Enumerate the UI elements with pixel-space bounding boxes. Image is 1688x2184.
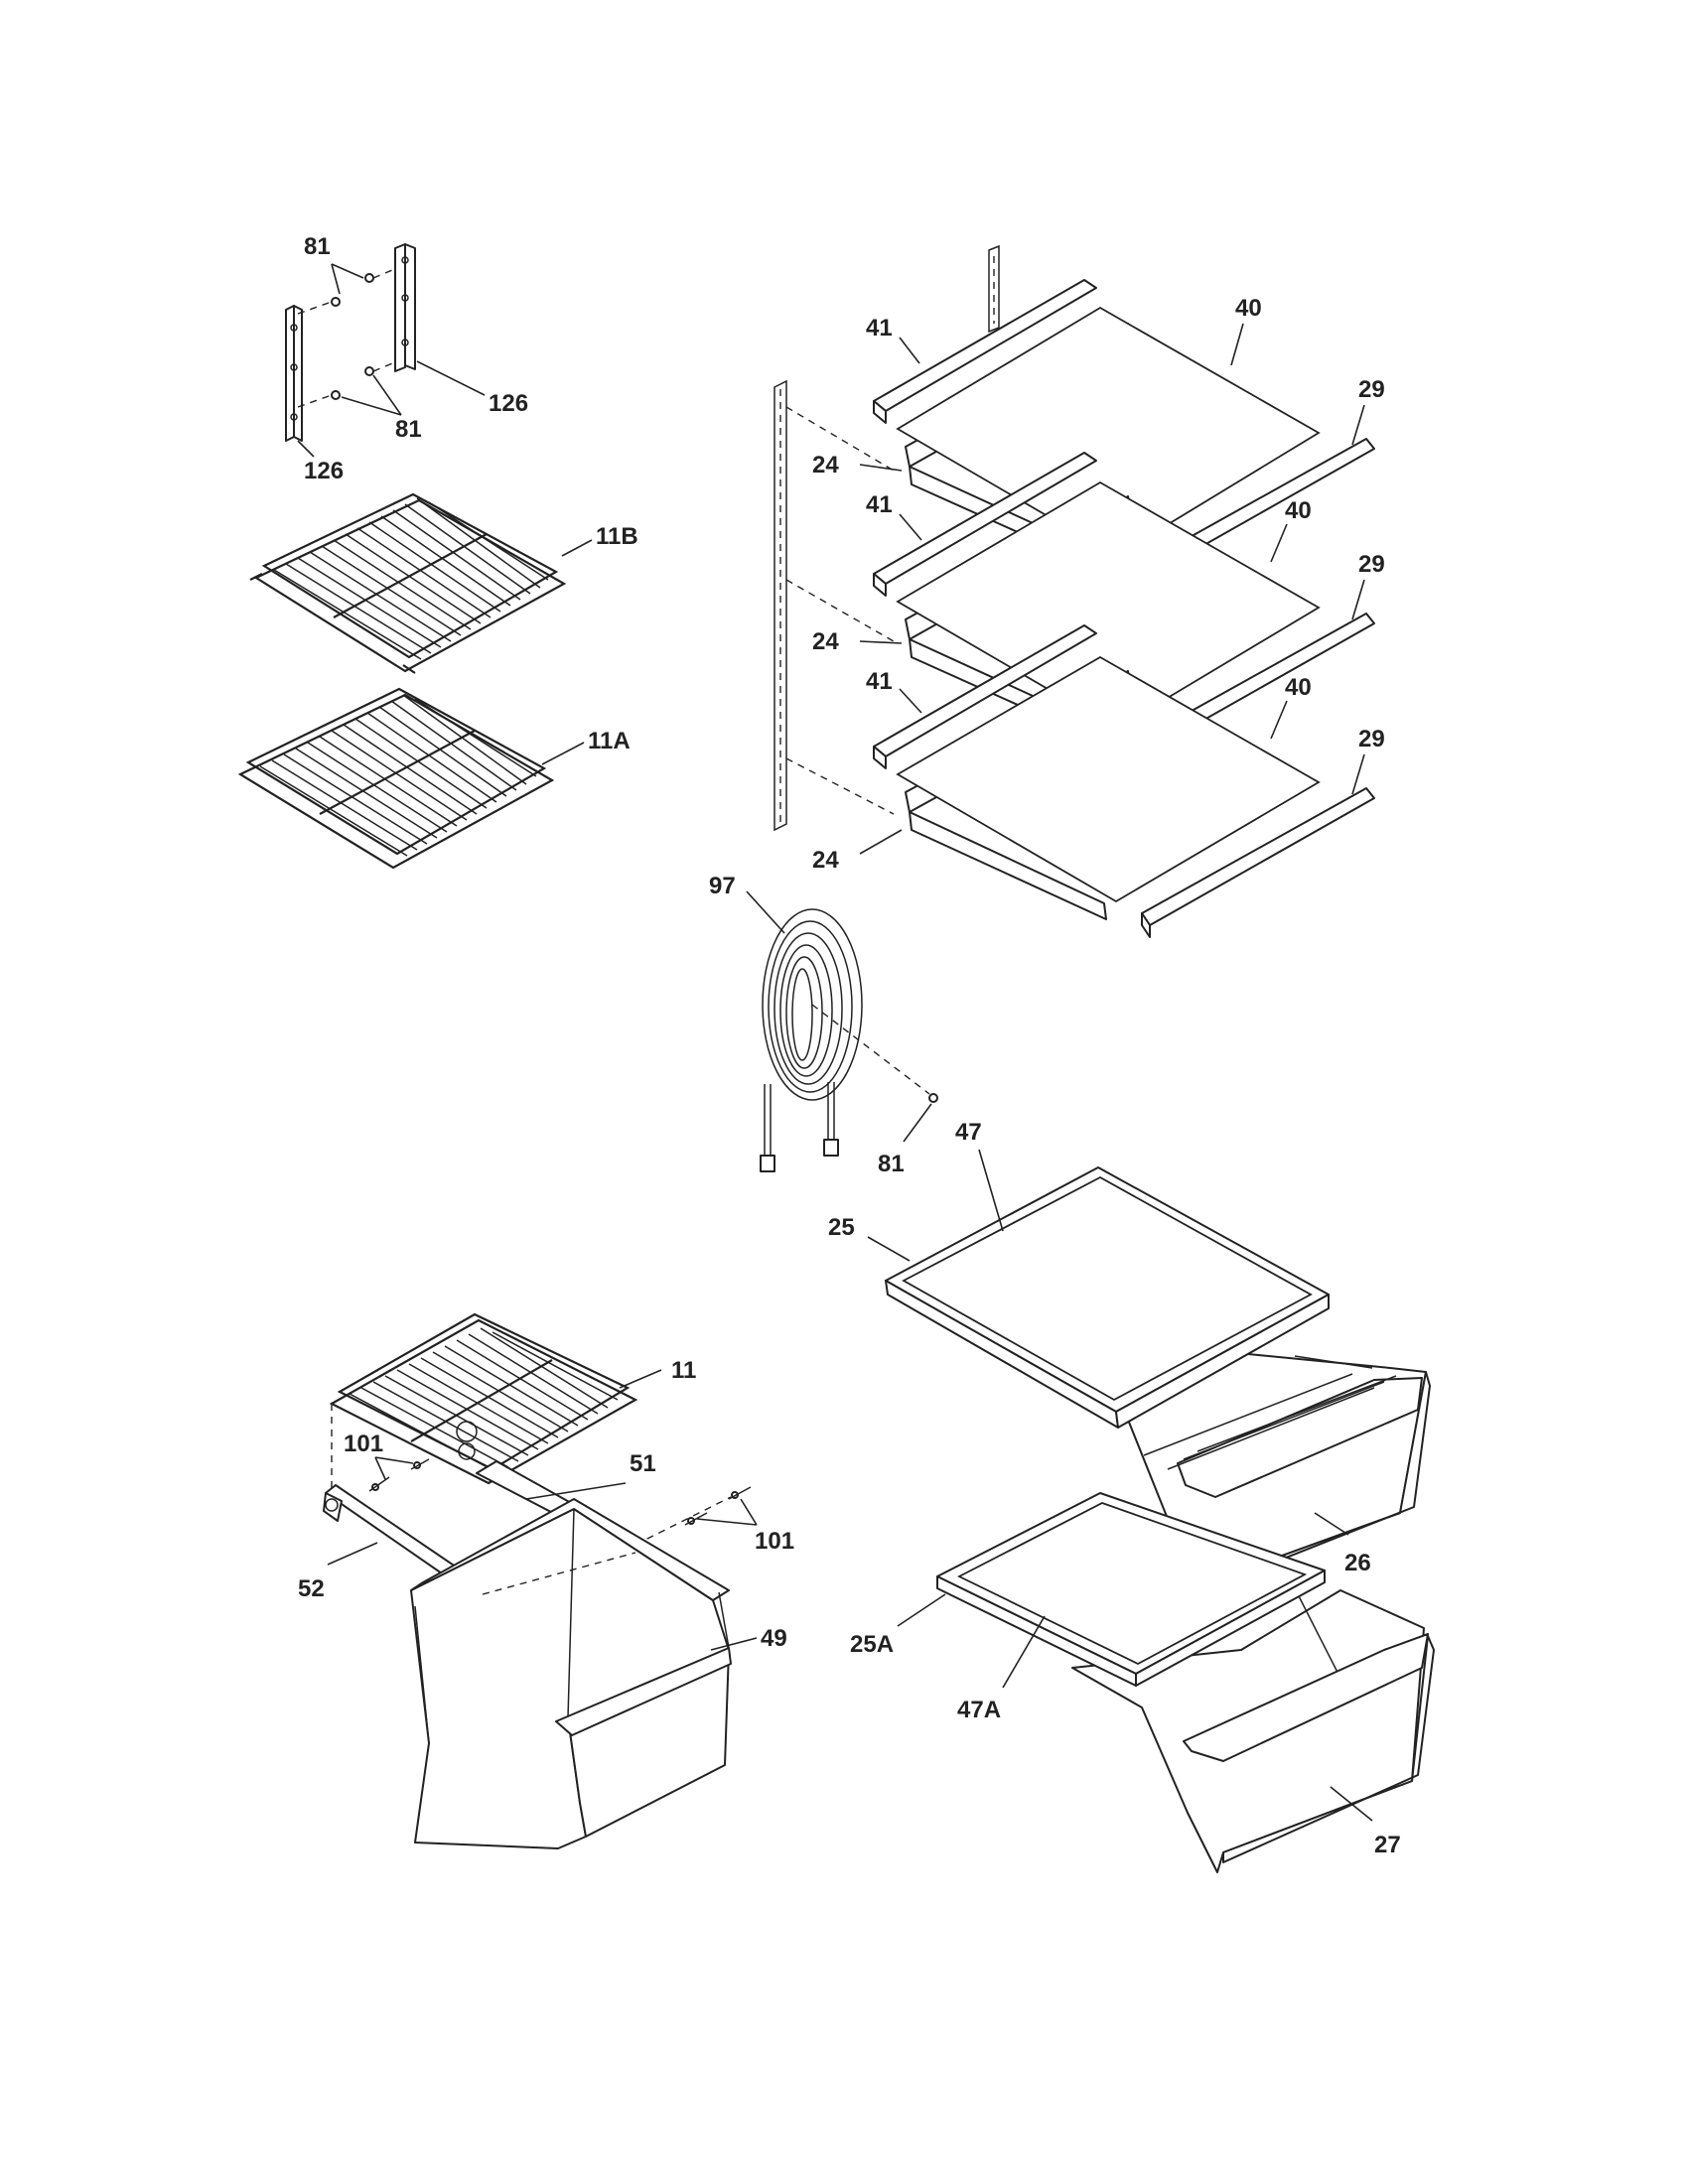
guide-line-1: [785, 406, 895, 472]
callout-97: 97: [709, 873, 736, 899]
shelf-tier-3: [873, 624, 1375, 938]
callout-40-b: 40: [1285, 497, 1312, 524]
screws-81-bracket: [297, 267, 398, 408]
leader-40-a: [1230, 323, 1244, 366]
callout-47A: 47A: [957, 1697, 1001, 1723]
callout-81-top: 81: [304, 233, 331, 260]
leader-101-right: [696, 1518, 758, 1526]
callout-24-c: 24: [812, 847, 839, 874]
leader-24-c: [859, 829, 903, 855]
callout-47: 47: [955, 1119, 982, 1146]
crisper-drawer-26: [1016, 1347, 1431, 1609]
leader-47: [978, 1149, 1004, 1232]
callout-40-c: 40: [1285, 674, 1312, 701]
leader-126-right: [416, 360, 486, 396]
leader-52: [327, 1542, 378, 1566]
callout-101-left: 101: [344, 1431, 383, 1457]
callout-126-left: 126: [304, 458, 344, 484]
crisper-27-handle: [1183, 1633, 1429, 1762]
leader-126-left: [297, 440, 315, 458]
leader-97: [746, 890, 785, 934]
leader-81-mid-b: [341, 396, 402, 416]
leader-11B: [561, 539, 593, 557]
leader-26: [1314, 1512, 1349, 1536]
callout-27: 27: [1374, 1832, 1401, 1858]
callout-29-c: 29: [1358, 726, 1385, 752]
leader-40-c: [1270, 700, 1288, 740]
leader-41-b: [899, 513, 922, 541]
leader-27: [1330, 1786, 1373, 1822]
crisper-glass-47: [902, 1175, 1313, 1402]
bin-49-front-rim: [555, 1647, 732, 1736]
storage-bin-49: [410, 1498, 732, 1849]
callout-26: 26: [1344, 1550, 1371, 1576]
callout-40-a: 40: [1235, 295, 1262, 322]
leader-81-coil: [903, 1103, 932, 1143]
leader-81-top: [331, 263, 341, 295]
leader-29-b: [1351, 579, 1365, 620]
leader-11: [619, 1369, 662, 1389]
leader-101-right-b: [740, 1498, 758, 1526]
leader-41-a: [899, 337, 920, 364]
callout-11A: 11A: [588, 728, 631, 754]
crisper-glass-47A: [956, 1502, 1308, 1666]
wire-shelf-11B: [249, 492, 567, 674]
callout-51: 51: [630, 1450, 656, 1477]
leader-40-b: [1270, 523, 1288, 563]
callout-126-right: 126: [489, 390, 528, 417]
callout-24-a: 24: [812, 452, 839, 478]
leader-41-c: [899, 688, 922, 714]
callout-52: 52: [298, 1575, 325, 1602]
leader-81-top-b: [331, 263, 364, 279]
screws-101: [368, 1458, 752, 1546]
crisper-cover-25: [885, 1166, 1330, 1429]
callout-29-a: 29: [1358, 376, 1385, 403]
leader-24-b: [859, 640, 903, 644]
leader-49: [710, 1637, 758, 1651]
callout-41-c: 41: [866, 668, 893, 695]
leader-25A: [897, 1593, 946, 1627]
callout-24-b: 24: [812, 628, 839, 655]
leader-29-c: [1351, 753, 1365, 795]
callout-25: 25: [828, 1214, 855, 1241]
callout-41-b: 41: [866, 491, 893, 518]
leader-101-left: [374, 1456, 386, 1480]
glass-40-tier1: [896, 306, 1321, 558]
glass-40-tier3: [896, 655, 1321, 903]
leader-51: [525, 1482, 627, 1500]
callout-49: 49: [761, 1625, 787, 1652]
wire-shelf-11A: [237, 687, 555, 870]
leader-24-a: [859, 464, 903, 472]
wire-shelf-11: [329, 1312, 638, 1485]
callout-41-a: 41: [866, 315, 893, 341]
leader-11A: [541, 742, 585, 765]
leader-29-a: [1351, 404, 1365, 446]
cabinet-ladder-rail: [774, 379, 787, 832]
callout-11B: 11B: [596, 523, 638, 550]
callout-25A: 25A: [850, 1631, 894, 1658]
leader-25: [867, 1236, 911, 1262]
callout-29-b: 29: [1358, 551, 1385, 578]
glass-40-tier2: [896, 480, 1321, 731]
leader-101-left-b: [374, 1456, 414, 1464]
leader-81-mid: [372, 374, 402, 416]
bracket-126-left: [285, 305, 303, 442]
bracket-126-right: [394, 243, 416, 372]
rear-ladder-rail: [988, 244, 1000, 334]
guide-line-3: [785, 757, 895, 815]
callout-81-coil: 81: [878, 1151, 905, 1177]
cord-coil-97: [760, 908, 938, 1172]
callout-81-mid: 81: [395, 416, 422, 443]
callout-101-right: 101: [755, 1528, 794, 1555]
callout-11: 11: [671, 1357, 696, 1384]
crisper-26-handle: [1177, 1377, 1423, 1498]
leader-47A: [1002, 1615, 1046, 1689]
